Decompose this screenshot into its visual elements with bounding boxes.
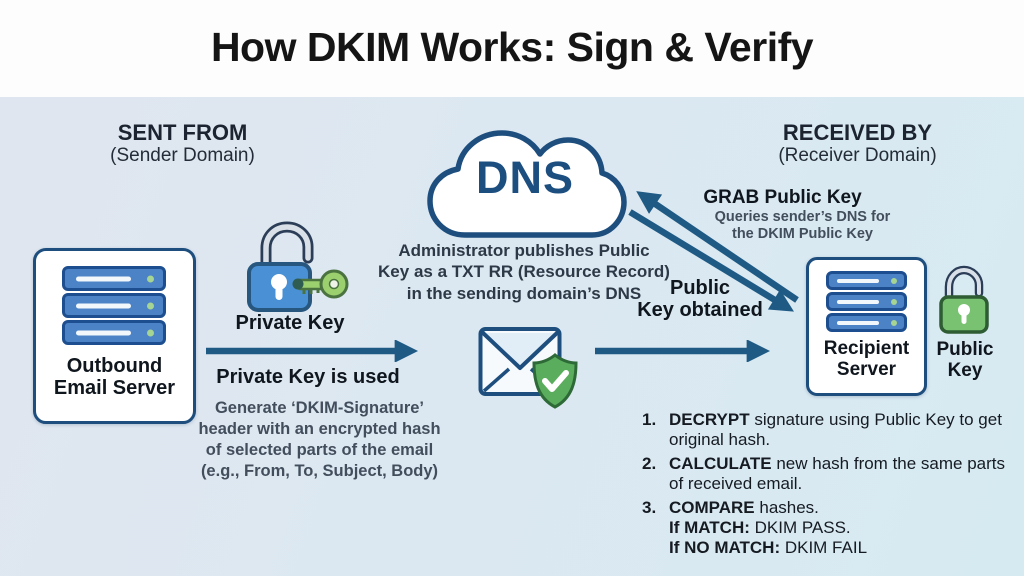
- step-text: hashes.: [754, 497, 819, 517]
- shield-check-icon: [532, 353, 578, 409]
- step-keyword: CALCULATE: [669, 453, 772, 473]
- deliver-arrow: [595, 340, 771, 362]
- server-icon: [826, 271, 907, 332]
- step-text: new hash from the same parts of received…: [669, 453, 1006, 494]
- dns-cloud-icon: [427, 130, 627, 238]
- recipient-server-box: Recipient Server: [806, 257, 927, 396]
- no-match-text: DKIM FAIL: [780, 538, 868, 558]
- admin-publishes-note: Administrator publishes Public Key as a …: [378, 241, 670, 303]
- list-item: 2. CALCULATE new hash from the same part…: [642, 454, 1022, 495]
- sign-arrow: [206, 340, 419, 362]
- sent-from-header: SENT FROM: [117, 120, 248, 145]
- received-by-header: RECEIVED BY: [782, 120, 933, 145]
- step-text: signature using Public Key to get origin…: [669, 410, 1002, 450]
- step-number: 1.: [642, 410, 657, 429]
- no-match-result-line: If NO MATCH: DKIM FAIL: [669, 538, 1014, 558]
- verify-steps-list: 1. DECRYPT signature using Public Key to…: [642, 410, 1022, 562]
- match-keyword: If MATCH:: [669, 517, 750, 537]
- list-item: 1. DECRYPT signature using Public Key to…: [642, 410, 1022, 451]
- dns-query-arrow: [628, 191, 799, 312]
- private-key-padlock-icon: [247, 221, 349, 312]
- grab-public-key-label: GRAB Public Key: [703, 187, 862, 208]
- outbound-server-label: Outbound Email Server: [53, 355, 176, 399]
- public-key-obtained-label: Public Key obtained: [637, 277, 763, 321]
- generate-signature-note: Generate ‘DKIM-Signature’ header with an…: [198, 399, 441, 481]
- step-keyword: DECRYPT: [669, 410, 750, 429]
- private-key-label: Private Key: [235, 312, 345, 334]
- outbound-server-box: Outbound Email Server: [33, 248, 196, 424]
- match-text: DKIM PASS.: [749, 517, 851, 537]
- queries-dns-note: Queries sender’s DNS for the DKIM Public…: [714, 209, 891, 242]
- step-number: 3.: [642, 497, 657, 517]
- receiver-header-block: RECEIVED BY (Receiver Domain): [755, 120, 960, 167]
- dns-cloud-label: DNS: [475, 152, 574, 203]
- private-key-used-label: Private Key is used: [216, 366, 400, 388]
- list-item: 3. COMPARE hashes. If MATCH: DKIM PASS. …: [642, 498, 1022, 559]
- public-key-label: Public Key: [936, 339, 994, 381]
- step-number: 2.: [642, 453, 657, 473]
- server-icon: [62, 266, 166, 345]
- no-match-keyword: If NO MATCH:: [669, 538, 781, 558]
- sender-header-block: SENT FROM (Sender Domain): [80, 120, 285, 167]
- recipient-server-label: Recipient Server: [823, 338, 910, 380]
- title-band: [0, 0, 1024, 97]
- page-title: How DKIM Works: Sign & Verify: [210, 24, 814, 70]
- key-obtained-arrow: [628, 209, 794, 312]
- receiver-domain-subheader: (Receiver Domain): [778, 145, 937, 167]
- match-result-line: If MATCH: DKIM PASS.: [669, 518, 1014, 538]
- public-key-padlock-icon: [939, 265, 989, 334]
- step-keyword: COMPARE: [669, 497, 755, 517]
- sender-domain-subheader: (Sender Domain): [110, 145, 255, 167]
